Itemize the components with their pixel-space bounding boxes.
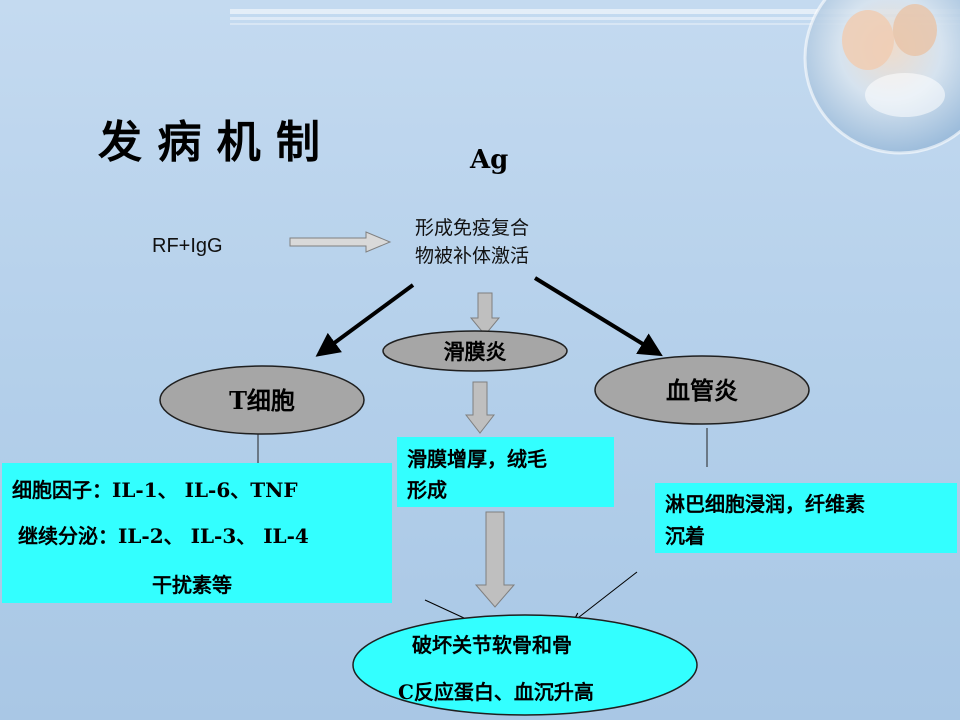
vascular-box: 淋巴细胞浸润，纤维素 沉着	[655, 483, 957, 553]
vascular-line-1: 淋巴细胞浸润，纤维素	[665, 492, 865, 516]
cytokine-line-1: 细胞因子：IL-1、 IL-6、TNF	[12, 478, 298, 502]
t-cell-node: T细胞	[159, 365, 365, 435]
cytokine-line-2: 继续分泌：IL-2、 IL-3、 IL-4	[18, 524, 309, 548]
t-cell-label: T细胞	[229, 386, 295, 415]
vasculitis-label: 血管炎	[666, 376, 738, 405]
right-arrow-icon	[289, 231, 392, 253]
thin-arrow-right	[574, 571, 638, 621]
immune-complex-line-2: 物被补体激活	[415, 245, 529, 267]
page-title: 发 病 机 制	[98, 117, 320, 168]
mother-baby-photo-icon	[803, 0, 960, 155]
synovitis-node: 滑膜炎	[382, 330, 568, 372]
arrow-to-t-cell	[315, 283, 415, 357]
outcome-line-1: 破坏关节软骨和骨	[412, 633, 572, 657]
vasculitis-node: 血管炎	[594, 355, 810, 425]
cytokine-box: 细胞因子：IL-1、 IL-6、TNF 继续分泌：IL-2、 IL-3、 IL-…	[2, 463, 392, 603]
cytokine-line-3: 干扰素等	[152, 573, 232, 597]
synovium-line-1: 滑膜增厚，绒毛	[407, 447, 547, 471]
rf-igg-label: RF+IgG	[152, 235, 223, 257]
synovitis-label: 滑膜炎	[444, 339, 507, 364]
synovium-box: 滑膜增厚，绒毛 形成	[397, 437, 614, 507]
header-stripes	[230, 9, 960, 25]
arrow-to-vasculitis	[533, 276, 663, 357]
down-arrow-icon	[474, 511, 516, 608]
synovium-line-2: 形成	[407, 478, 447, 502]
vascular-line-2: 沉着	[665, 524, 705, 548]
down-arrow-icon	[464, 381, 496, 434]
immune-complex-line-1: 形成免疫复合	[415, 217, 529, 239]
outcome-line-2: C反应蛋白、血沉升高	[398, 680, 594, 704]
antigen-label: Ag	[469, 145, 508, 175]
down-arrow-icon	[469, 292, 501, 336]
outcome-node: 破坏关节软骨和骨 C反应蛋白、血沉升高	[352, 614, 698, 716]
